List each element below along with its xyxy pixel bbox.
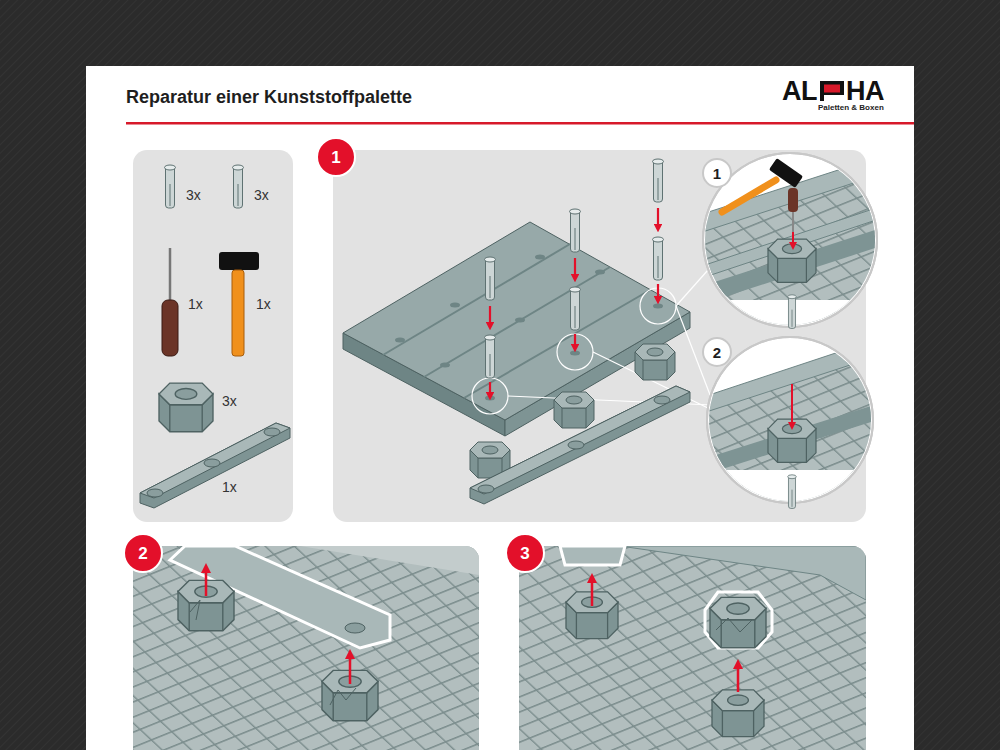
part-quantity: 3x [254,188,269,202]
part-quantity: 1x [188,297,203,311]
page-title: Reparatur einer Kunststoffpalette [126,88,412,106]
callout-number: 1 [713,166,721,181]
logo-text: AL [782,78,817,105]
step-number: 3 [520,545,529,562]
step-number: 2 [138,545,147,562]
part-quantity: 1x [256,297,271,311]
step-number: 1 [331,149,340,166]
part-quantity: 3x [186,188,201,202]
logo-text: HA [846,78,884,105]
callout-number: 2 [713,345,721,360]
part-quantity: 1x [222,480,237,494]
logo-subtitle: Paletten & Boxen [818,104,884,112]
part-quantity: 3x [222,394,237,408]
